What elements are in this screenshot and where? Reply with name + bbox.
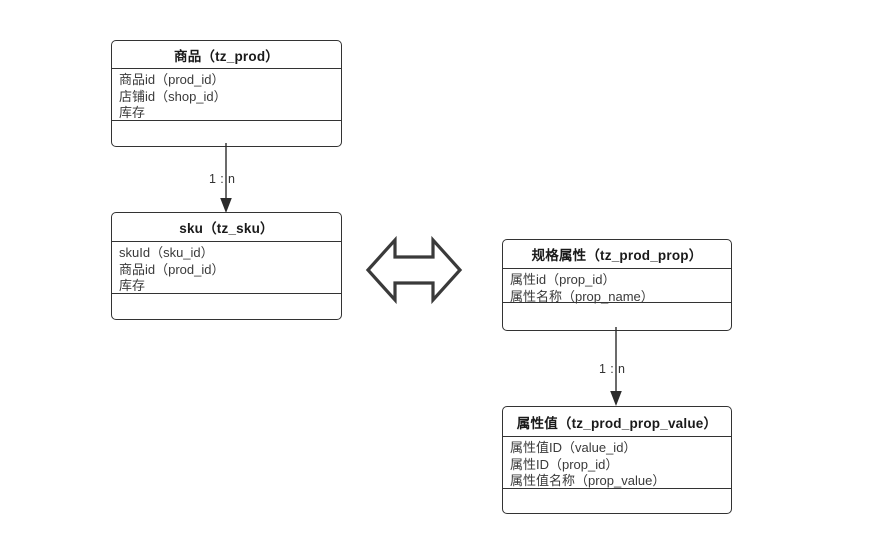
- attribute-row: 属性ID（prop_id）: [510, 456, 619, 472]
- attribute-row: 商品id（prod_id）: [119, 261, 225, 277]
- entity-title-prod-prop-value: 属性值（tz_prod_prop_value）: [503, 407, 731, 437]
- entity-title-prod: 商品（tz_prod）: [112, 41, 341, 69]
- attribute-row: 属性值名称（prop_value）: [510, 473, 666, 488]
- attribute-row: 库存: [119, 278, 146, 293]
- cardinality-label-prop-value: 1 : n: [599, 362, 626, 376]
- entity-attributes-sku: skuId（sku_id） 商品id（prod_id） 库存: [112, 242, 341, 294]
- entity-attributes-prod-prop-value: 属性值ID（value_id） 属性ID（prop_id） 属性值名称（prop…: [503, 437, 731, 489]
- entity-footer-prod-prop-value: [503, 489, 731, 513]
- attribute-row: 库存: [119, 105, 146, 120]
- attribute-row: 属性值ID（value_id）: [510, 440, 637, 455]
- entity-box-prod-prop[interactable]: 规格属性（tz_prod_prop） 属性id（prop_id） 属性名称（pr…: [502, 239, 732, 331]
- entity-attributes-prod-prop: 属性id（prop_id） 属性名称（prop_name）: [503, 269, 731, 304]
- entity-box-prod[interactable]: 商品（tz_prod） 商品id（prod_id） 店铺id（shop_id） …: [111, 40, 342, 147]
- attribute-row: 店铺id（shop_id）: [119, 88, 227, 104]
- entity-box-sku[interactable]: sku（tz_sku） skuId（sku_id） 商品id（prod_id） …: [111, 212, 342, 320]
- entity-title-prod-prop: 规格属性（tz_prod_prop）: [503, 240, 731, 269]
- attribute-row: 属性名称（prop_name）: [510, 288, 654, 304]
- entity-footer-prod-prop: [503, 303, 731, 330]
- entity-footer-sku: [112, 294, 341, 319]
- double-headed-arrow-icon: [365, 235, 463, 305]
- attribute-row: 属性id（prop_id）: [510, 272, 616, 287]
- cardinality-label-prod-sku: 1 : n: [209, 172, 236, 186]
- entity-attributes-prod: 商品id（prod_id） 店铺id（shop_id） 库存: [112, 69, 341, 121]
- connector-prod-to-sku: [220, 143, 232, 213]
- entity-title-sku: sku（tz_sku）: [112, 213, 341, 242]
- attribute-row: skuId（sku_id）: [119, 245, 214, 260]
- entity-box-prod-prop-value[interactable]: 属性值（tz_prod_prop_value） 属性值ID（value_id） …: [502, 406, 732, 514]
- attribute-row: 商品id（prod_id）: [119, 72, 225, 87]
- connector-prod-prop-to-prop-value: [610, 327, 622, 406]
